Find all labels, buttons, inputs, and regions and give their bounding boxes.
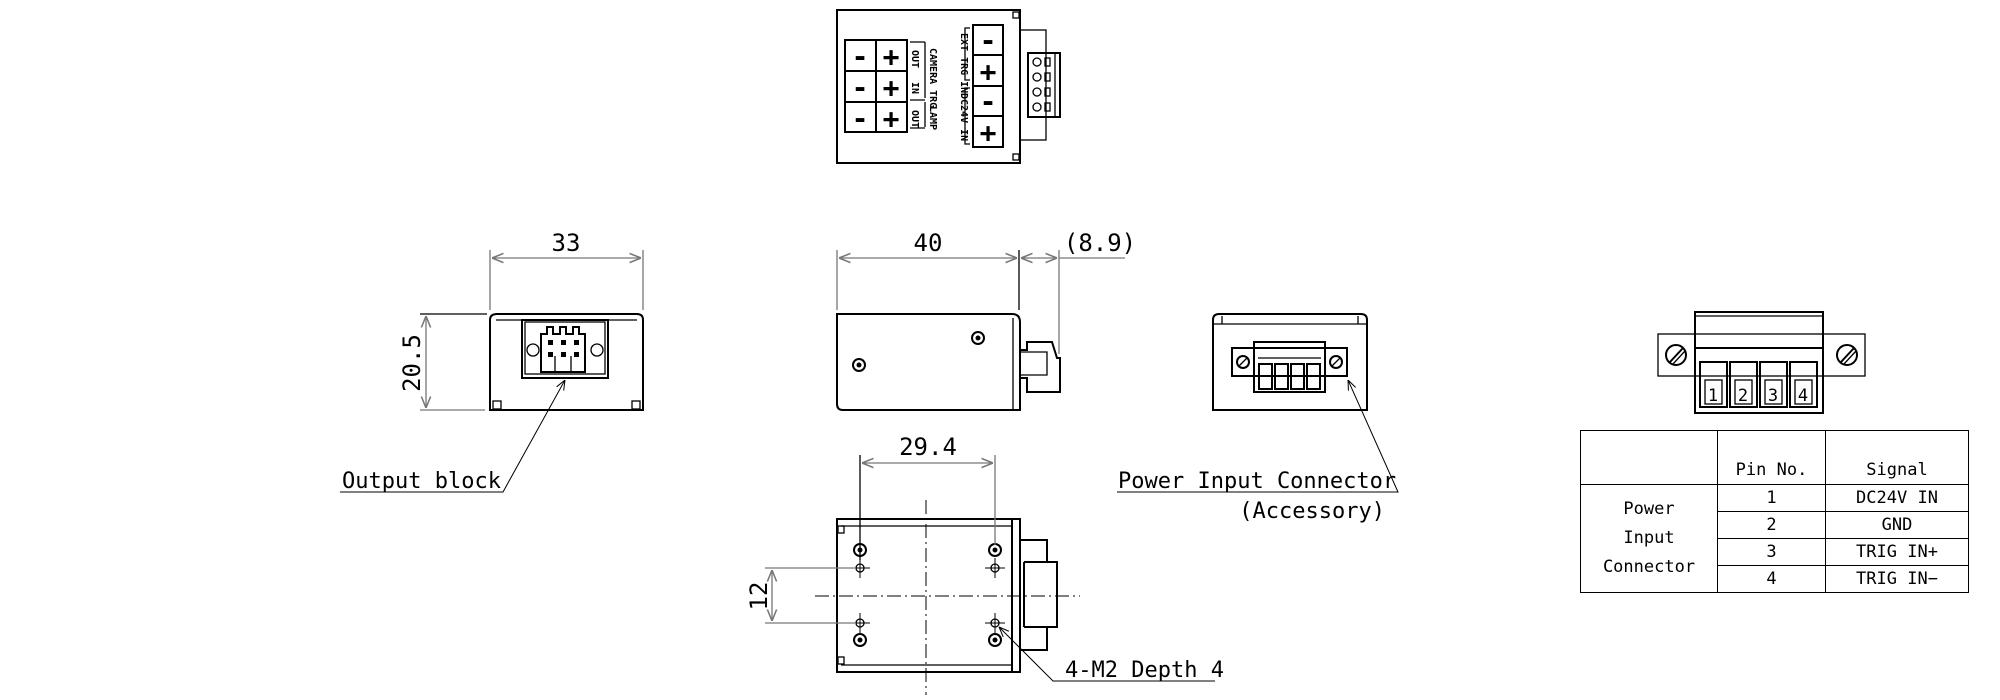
rear-view: Power Input Connector (Accessory) [1117, 313, 1399, 524]
width-dimension: 33 [552, 229, 581, 257]
signal-cell: TRIG IN+ [1825, 538, 1969, 566]
top-view-connector [1019, 29, 1061, 141]
table-row: 4 TRIG IN− [1581, 565, 1969, 593]
table-header-pin: Pin No. [1717, 430, 1826, 485]
lamp-out-label: OUT [909, 110, 920, 128]
terminal-plus: + [883, 102, 900, 135]
out-label: OUT [909, 50, 920, 68]
group-label-line: Connector [1602, 557, 1696, 577]
ext-trg-in-label: EXT TRG IN [958, 33, 969, 93]
output-labels: CAMERA TRG LAMP OUT IN OUT [909, 41, 938, 130]
signal-cell: DC24V IN [1825, 484, 1969, 512]
input-terminal-column: - + - + EXT TRG IN DC24V IN [958, 24, 1004, 149]
terminal-minus: - [852, 102, 869, 135]
terminal-plus: + [980, 116, 997, 149]
rear-view-body [1212, 313, 1368, 411]
pin-assignment-table: Pin No. Signal Power Input Connector 1 D… [1580, 430, 1969, 593]
pin-slots: 1 2 3 4 [1699, 361, 1818, 408]
dc24v-in-label: DC24V IN [958, 93, 969, 141]
terminal-minus: - [852, 71, 869, 104]
mounting-holes [850, 543, 1005, 647]
output-terminal-grid: - - - + + + [844, 39, 908, 135]
bottom-view: 29.4 12 4-M2 Depth 4 [745, 433, 1224, 695]
lamp-label: LAMP [927, 106, 938, 130]
terminal-plus: + [980, 55, 997, 88]
pin-cell: 1 [1717, 484, 1826, 512]
table-header-row: Pin No. Signal [1580, 430, 1969, 485]
mount-hole-callout: 4-M2 Depth 4 [1065, 658, 1224, 683]
side-view-body [836, 313, 1021, 411]
terminal-minus: - [852, 40, 869, 73]
terminal-plus: + [883, 71, 900, 104]
signal-cell: GND [1825, 511, 1969, 539]
connector-detail: 1 2 3 4 [1657, 311, 1866, 414]
pin-cell: 4 [1717, 565, 1826, 593]
output-block [521, 319, 609, 379]
power-connector-callout: Power Input Connector [1118, 469, 1396, 494]
group-label-line: Power [1623, 499, 1675, 519]
hole-spacing-y: 12 [745, 582, 773, 611]
pin-number: 3 [1768, 386, 1778, 406]
terminal-plus: + [883, 40, 900, 73]
output-block-callout: Output block [342, 469, 501, 494]
connector-group-label: Power Input Connector [1580, 484, 1718, 593]
hole-spacing-x: 29.4 [899, 433, 957, 461]
pin-number: 2 [1738, 386, 1748, 406]
terminal-minus: - [980, 24, 997, 57]
front-view-body [489, 313, 644, 411]
length-dimension: 40 [914, 229, 943, 257]
table-header-signal: Signal [1825, 430, 1969, 485]
front-view: 33 20.5 Output block [340, 229, 644, 494]
table-row: 2 GND [1581, 511, 1969, 539]
group-label-line: Input [1623, 528, 1675, 548]
camera-trg-label: CAMERA TRG [927, 48, 938, 108]
pin-cell: 2 [1717, 511, 1826, 539]
pin-number: 4 [1798, 386, 1808, 406]
top-view: - - - + + + CAMERA TRG LAMP OUT IN OUT -… [836, 9, 1061, 164]
height-dimension: 20.5 [398, 334, 426, 392]
table-row: Power Input Connector 1 DC24V IN [1580, 484, 1969, 593]
power-connector-callout-sub: (Accessory) [1239, 499, 1385, 524]
terminal-minus: - [980, 85, 997, 118]
table-header-blank [1580, 430, 1718, 485]
signal-cell: TRIG IN− [1825, 565, 1969, 593]
connector-dimension: (8.9) [1064, 229, 1136, 257]
pin-number: 1 [1708, 386, 1718, 406]
pin-cell: 3 [1717, 538, 1826, 566]
side-view: 40 (8.9) [836, 229, 1136, 411]
power-input-connector [1231, 341, 1348, 393]
in-label: IN [909, 82, 920, 94]
